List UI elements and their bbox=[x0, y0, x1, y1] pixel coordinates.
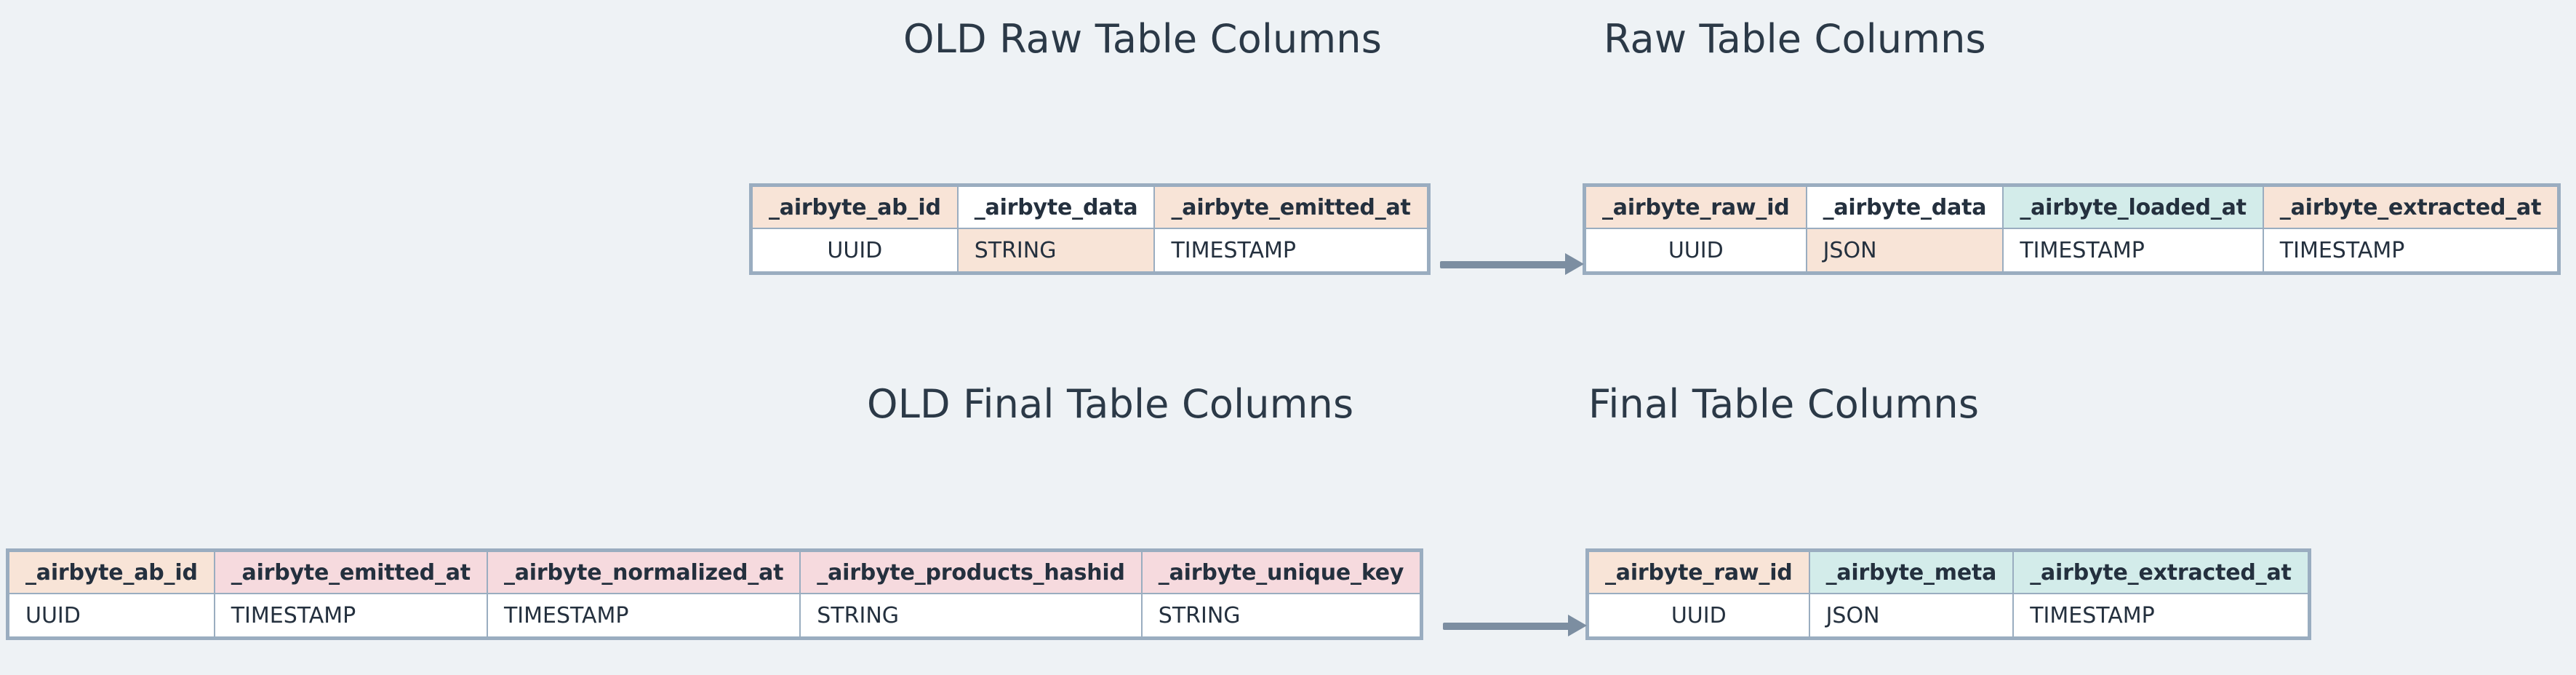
column-header-cell: _airbyte_data bbox=[1805, 184, 2004, 229]
column-type-cell: TIMESTAMP bbox=[486, 593, 801, 639]
column-header-cell: _airbyte_ab_id bbox=[7, 549, 215, 594]
column-header-cell: _airbyte_emitted_at bbox=[1153, 184, 1430, 229]
table-old-final-columns: _airbyte_ab_id _airbyte_emitted_at _airb… bbox=[6, 548, 1424, 640]
column-type-cell: UUID bbox=[1586, 593, 1810, 639]
column-type-cell: TIMESTAMP bbox=[2012, 593, 2311, 639]
column-header-cell: _airbyte_raw_id bbox=[1586, 549, 1810, 594]
column-type-cell: UUID bbox=[750, 228, 959, 274]
column-type-cell: TIMESTAMP bbox=[213, 593, 488, 639]
column-header-cell: _airbyte_unique_key bbox=[1140, 549, 1423, 594]
table-header-row: _airbyte_raw_id _airbyte_meta _airbyte_e… bbox=[1586, 549, 2311, 594]
arrow-head bbox=[1565, 253, 1584, 275]
table-row: UUID TIMESTAMP TIMESTAMP STRING STRING bbox=[7, 593, 1423, 639]
table-row: UUID JSON TIMESTAMP TIMESTAMP bbox=[1583, 228, 2560, 274]
table-row: UUID JSON TIMESTAMP bbox=[1586, 593, 2311, 639]
column-header-cell: _airbyte_normalized_at bbox=[486, 549, 801, 594]
table-header-row: _airbyte_raw_id _airbyte_data _airbyte_l… bbox=[1583, 184, 2560, 229]
page-title-old-final: OLD Final Table Columns bbox=[867, 381, 1354, 427]
arrow-head bbox=[1568, 615, 1587, 636]
column-header-cell: _airbyte_products_hashid bbox=[799, 549, 1143, 594]
column-type-cell: STRING bbox=[956, 228, 1156, 274]
arrow-shaft bbox=[1440, 261, 1568, 268]
column-type-cell: STRING bbox=[799, 593, 1143, 639]
column-header-cell: _airbyte_ab_id bbox=[750, 184, 959, 229]
arrow-right-icon bbox=[1443, 615, 1588, 636]
table-header-row: _airbyte_ab_id _airbyte_data _airbyte_em… bbox=[750, 184, 1430, 229]
column-type-cell: UUID bbox=[7, 593, 215, 639]
column-type-cell: JSON bbox=[1805, 228, 2004, 274]
table-old-raw-columns: _airbyte_ab_id _airbyte_data _airbyte_em… bbox=[749, 183, 1431, 275]
column-type-cell: TIMESTAMP bbox=[2262, 228, 2560, 274]
column-header-cell: _airbyte_extracted_at bbox=[2012, 549, 2311, 594]
column-header-cell: _airbyte_meta bbox=[1808, 549, 2015, 594]
column-type-cell: TIMESTAMP bbox=[2002, 228, 2264, 274]
column-type-cell: UUID bbox=[1583, 228, 1807, 274]
arrow-right-icon bbox=[1440, 253, 1585, 275]
column-header-cell: _airbyte_loaded_at bbox=[2002, 184, 2264, 229]
page-title-new-final: Final Table Columns bbox=[1588, 381, 1980, 427]
arrow-shaft bbox=[1443, 623, 1571, 630]
column-type-cell: TIMESTAMP bbox=[1153, 228, 1430, 274]
table-new-raw-columns: _airbyte_raw_id _airbyte_data _airbyte_l… bbox=[1583, 183, 2561, 275]
table-header-row: _airbyte_ab_id _airbyte_emitted_at _airb… bbox=[7, 549, 1423, 594]
column-header-cell: _airbyte_raw_id bbox=[1583, 184, 1807, 229]
page-title-old-raw: OLD Raw Table Columns bbox=[903, 16, 1383, 62]
table-new-final-columns: _airbyte_raw_id _airbyte_meta _airbyte_e… bbox=[1585, 548, 2311, 640]
column-type-cell: JSON bbox=[1808, 593, 2015, 639]
column-type-cell: STRING bbox=[1140, 593, 1423, 639]
column-header-cell: _airbyte_data bbox=[956, 184, 1156, 229]
table-row: UUID STRING TIMESTAMP bbox=[750, 228, 1430, 274]
page-title-new-raw: Raw Table Columns bbox=[1604, 16, 1986, 62]
column-header-cell: _airbyte_emitted_at bbox=[213, 549, 488, 594]
column-header-cell: _airbyte_extracted_at bbox=[2262, 184, 2560, 229]
